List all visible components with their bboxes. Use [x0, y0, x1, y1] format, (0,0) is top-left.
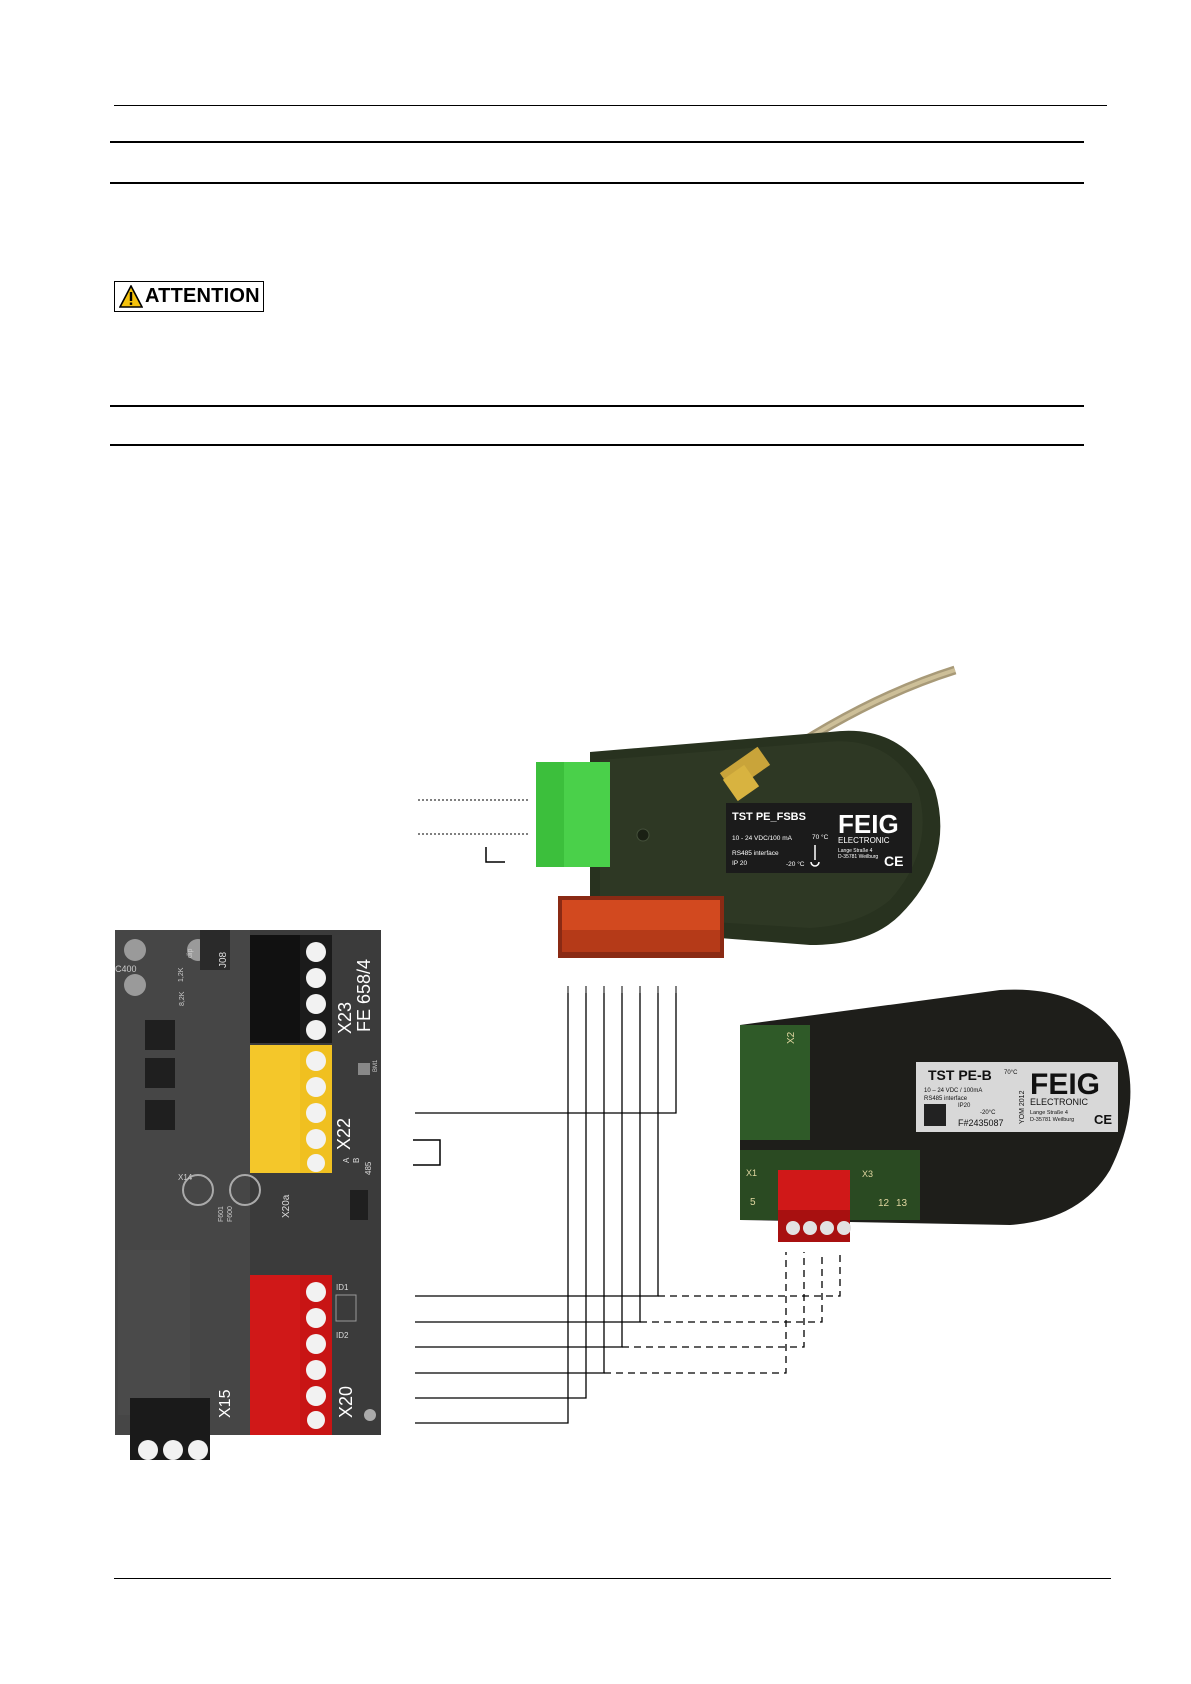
board-x14: X14 — [178, 1173, 193, 1182]
device-tst-pe-fsbs: TST PE_FSBS 10 - 24 VDC/100 mA RS485 int… — [536, 730, 941, 958]
fsbs-brand: FEIG — [838, 809, 899, 839]
fsbs-orange-terminal — [558, 896, 724, 958]
pe-b-ip: IP20 — [958, 1103, 971, 1109]
section-rule-2-top — [110, 405, 1084, 407]
board-x20-label: X20 — [336, 1386, 356, 1418]
board-c400: C400 — [115, 964, 137, 974]
section-rule-1-top — [110, 141, 1084, 143]
board-f601: F601 — [218, 1206, 225, 1222]
pe-b-brand: FEIG — [1030, 1068, 1100, 1101]
board-x22-label: X22 — [334, 1118, 354, 1150]
board-bracket — [413, 1139, 441, 1166]
wire-stubs — [567, 986, 677, 994]
fsbs-brand-sub: ELECTRONIC — [838, 836, 890, 845]
footer-rule — [114, 1578, 1111, 1579]
warning-triangle-icon — [119, 285, 143, 308]
pe-b-x3: X3 — [862, 1169, 873, 1179]
pe-b-model: TST PE-B — [928, 1067, 992, 1083]
board-x15-terminal — [130, 1398, 210, 1460]
pe-b-address-2: D-35781 Weilburg — [1030, 1117, 1074, 1123]
wires-solid — [415, 993, 677, 1424]
pe-b-supply: 10 – 24 VDC / 100mA — [924, 1088, 982, 1094]
board-x23-terminal — [250, 935, 332, 1043]
pe-b-pin-13: 13 — [896, 1198, 908, 1209]
board-pin-rs485: 485 — [364, 1161, 373, 1175]
board-x20-terminal — [250, 1275, 332, 1435]
board-r12k: 1,2K — [178, 967, 185, 982]
board-pin-b: B — [352, 1158, 361, 1163]
fsbs-model: TST PE_FSBS — [732, 811, 806, 823]
board-j08: J08 — [218, 951, 229, 968]
section-rule-1-bottom — [110, 182, 1084, 184]
fsbs-leaders — [418, 799, 530, 835]
device-tst-pe-b: X2 X1 5 X3 12 13 TST PE-B 10 – 24 VDC / … — [740, 989, 1131, 1242]
pe-b-yom: YOM 2012 — [1019, 1090, 1026, 1124]
pe-b-address-1: Lange Straße 4 — [1030, 1110, 1068, 1116]
board-x22-terminal — [250, 1045, 332, 1173]
header-rule — [114, 105, 1107, 106]
pe-b-label-plate — [916, 1062, 1118, 1132]
pe-b-brand-sub: ELECTRONIC — [1030, 1097, 1089, 1107]
fsbs-address-2: D-35781 Weilburg — [838, 854, 878, 860]
board-f600: F600 — [227, 1206, 234, 1222]
fsbs-green-terminal — [536, 762, 610, 867]
board-x15-label: X15 — [217, 1389, 234, 1418]
fsbs-label-plate — [726, 803, 912, 873]
pe-b-datamatrix-icon — [924, 1104, 946, 1126]
board-r82k: 8,2K — [179, 991, 186, 1006]
attention-box: ATTENTION — [114, 281, 264, 312]
fsbs-address-1: Lange Straße 4 — [838, 848, 873, 854]
board-model: FE 658/4 — [354, 959, 374, 1032]
wires-dashed — [604, 1252, 841, 1374]
fsbs-bracket — [485, 847, 505, 863]
pe-b-interface: RS485 interface — [924, 1096, 968, 1102]
board-pin-a: A — [342, 1157, 351, 1163]
board-dip: dip — [187, 949, 194, 958]
board-bm-label: BM1 — [373, 1059, 379, 1072]
board-id1: ID1 — [336, 1283, 349, 1292]
pe-b-pin-12: 12 — [878, 1198, 890, 1209]
fsbs-interface: RS485 interface — [732, 850, 779, 857]
fsbs-temp-max: 70 °C — [812, 833, 829, 841]
pe-b-temp-min: -20°C — [980, 1110, 996, 1116]
attention-label: ATTENTION — [145, 285, 260, 307]
board-x20a-label: X20a — [281, 1194, 292, 1218]
pe-b-x2: X2 — [786, 1031, 797, 1044]
board-id2: ID2 — [336, 1331, 349, 1340]
fsbs-thermometer-icon — [810, 845, 820, 867]
pe-b-serial: F#2435087 — [958, 1118, 1004, 1128]
section-rule-2-bottom — [110, 444, 1084, 446]
pe-b-temp-max: 70°C — [1004, 1070, 1018, 1076]
pe-b-red-terminal — [778, 1170, 851, 1242]
pe-b-x1: X1 — [746, 1168, 757, 1178]
fsbs-temp-min: -20 °C — [786, 860, 805, 868]
controller-board: C400 J08 dip 1,2K 8,2K F601 F600 X14 X23… — [115, 930, 381, 1460]
fsbs-ip: IP 20 — [732, 860, 747, 867]
pe-b-pin-5: 5 — [750, 1197, 756, 1208]
board-x23-label: X23 — [335, 1002, 355, 1034]
fsbs-ce: CE — [884, 853, 903, 869]
fsbs-supply: 10 - 24 VDC/100 mA — [732, 835, 793, 842]
pe-b-pcb — [740, 1025, 810, 1140]
pe-b-ce: CE — [1094, 1112, 1112, 1127]
